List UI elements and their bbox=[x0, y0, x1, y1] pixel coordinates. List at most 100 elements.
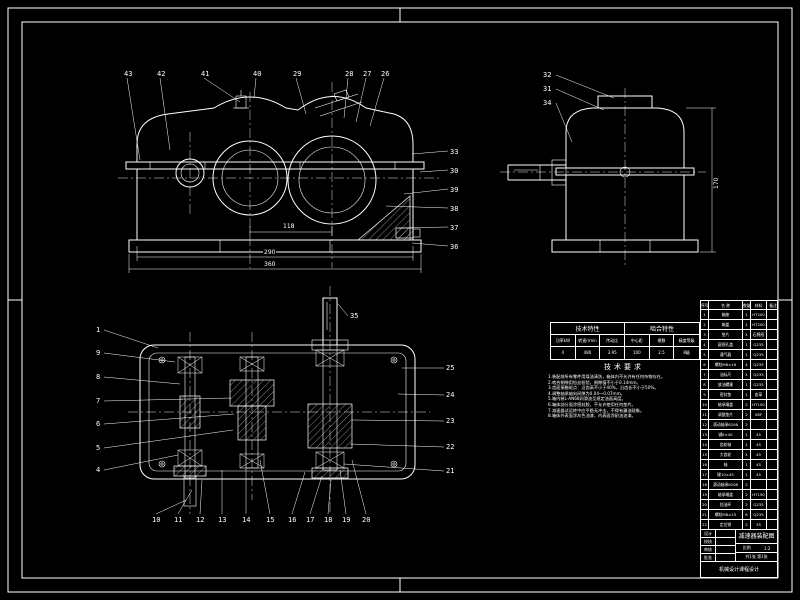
parts-list-row: 2 箱盖 1 HT200 bbox=[700, 320, 778, 330]
part-name: 齿轮轴 bbox=[709, 440, 743, 449]
signature-label: 设计 bbox=[701, 530, 716, 538]
part-name: 键8×40 bbox=[709, 430, 743, 439]
part-no: 19 bbox=[701, 490, 709, 499]
part-qty: 1 bbox=[743, 470, 751, 479]
part-qty: 6 bbox=[743, 510, 751, 519]
part-note bbox=[767, 390, 779, 399]
part-qty: 1 bbox=[743, 380, 751, 389]
part-note bbox=[767, 420, 779, 429]
part-qty: 2 bbox=[743, 480, 751, 489]
parts-list-row: 3 垫片 1 石棉纸 bbox=[700, 330, 778, 340]
part-no: 22 bbox=[701, 520, 709, 529]
tech-table-val: 480 bbox=[576, 347, 601, 359]
tech-table-col: 传动比 bbox=[600, 335, 625, 347]
signature-row: 批准 bbox=[701, 554, 735, 562]
part-note bbox=[767, 500, 779, 509]
part-qty: 1 bbox=[743, 370, 751, 379]
title-block: 设计 校核 审核 批准 减速器装配图 比例 bbox=[700, 530, 778, 578]
part-note bbox=[767, 310, 779, 319]
part-qty: 2 bbox=[743, 520, 751, 529]
part-no: 20 bbox=[701, 500, 709, 509]
part-no: 12 bbox=[701, 420, 709, 429]
side-view bbox=[500, 88, 716, 268]
dim-side-height: 170 bbox=[713, 176, 720, 190]
organization: 机械设计课程设计 bbox=[718, 567, 759, 574]
part-no: 9 bbox=[701, 390, 709, 399]
part-no: 13 bbox=[701, 430, 709, 439]
part-no: 14 bbox=[701, 440, 709, 449]
parts-list-row: 6 螺栓M6×16 4 Q235 bbox=[700, 360, 778, 370]
scale-value: 1:2 bbox=[763, 545, 771, 551]
part-name: 挡油环 bbox=[709, 500, 743, 509]
part-note bbox=[767, 510, 779, 519]
tech-requirements-lines: 1.装配前所有零件用煤油清洗，箱体内不允许有任何杂物存在。2.啮合侧隙用铅丝检验… bbox=[548, 374, 700, 419]
part-qty: 1 bbox=[743, 450, 751, 459]
tech-requirements-title: 技术要求 bbox=[604, 363, 644, 371]
part-note bbox=[767, 350, 779, 359]
tech-table-col: 模数 bbox=[649, 335, 675, 347]
parts-list-row: 16 轴 1 45 bbox=[700, 460, 778, 470]
tech-requirements: 技术要求 1.装配前所有零件用煤油清洗，箱体内不允许有任何杂物存在。2.啮合侧隙… bbox=[548, 362, 700, 419]
part-no: 18 bbox=[701, 480, 709, 489]
part-note bbox=[767, 340, 779, 349]
title-block-signatures: 设计 校核 审核 批准 bbox=[701, 530, 736, 562]
part-name: 密封垫 bbox=[709, 390, 743, 399]
part-material: 45 bbox=[751, 440, 767, 449]
parts-list-header-cell: 材料 bbox=[751, 301, 767, 309]
parts-list-row: 7 油标尺 1 Q235 bbox=[700, 370, 778, 380]
parts-list-row: 10 轴承端盖 2 HT150 bbox=[700, 400, 778, 410]
part-no: 3 bbox=[701, 330, 709, 339]
parts-list-row: 11 调整垫片 2 08F bbox=[700, 410, 778, 420]
tech-table-header-left: 技术特性 bbox=[551, 323, 625, 334]
part-no: 10 bbox=[701, 400, 709, 409]
part-material: 08F bbox=[751, 410, 767, 419]
tech-table-val: 4 bbox=[551, 347, 576, 359]
part-no: 8 bbox=[701, 380, 709, 389]
scale-row: 比例 1:2 bbox=[736, 544, 777, 554]
parts-list-row: 4 窥视孔盖 1 Q235 bbox=[700, 340, 778, 350]
parts-list-strip: 序号名 称数量材料备注 1 箱座 1 HT200 2 箱盖 1 HT200 3 … bbox=[700, 300, 778, 578]
part-qty: 1 bbox=[743, 460, 751, 469]
part-qty: 1 bbox=[743, 440, 751, 449]
part-material: 45 bbox=[751, 450, 767, 459]
part-name: 滚动轴承6208 bbox=[709, 480, 743, 489]
tech-table-col: 精度等级 bbox=[674, 335, 699, 347]
part-qty: 1 bbox=[743, 320, 751, 329]
part-qty: 1 bbox=[743, 350, 751, 359]
part-material bbox=[751, 420, 767, 429]
part-name: 大齿轮 bbox=[709, 450, 743, 459]
part-qty: 2 bbox=[743, 500, 751, 509]
sheet-frame bbox=[7, 7, 793, 593]
parts-list-row: 13 键8×40 1 45 bbox=[700, 430, 778, 440]
parts-list-row: 18 滚动轴承6208 2 bbox=[700, 480, 778, 490]
part-no: 17 bbox=[701, 470, 709, 479]
part-material: 35 bbox=[751, 520, 767, 529]
signature-row: 校核 bbox=[701, 538, 735, 547]
part-qty: 2 bbox=[743, 420, 751, 429]
part-qty: 1 bbox=[743, 310, 751, 319]
parts-list-header-cell: 序号 bbox=[701, 301, 709, 309]
tech-table-col: 功率kW bbox=[551, 335, 576, 347]
dim-center-distance: 118 bbox=[282, 223, 296, 230]
flange-bolts bbox=[158, 356, 398, 468]
part-name: 定位销 bbox=[709, 520, 743, 529]
part-note bbox=[767, 380, 779, 389]
tech-table-val: 100 bbox=[625, 347, 650, 359]
parts-list-row: 1 箱座 1 HT200 bbox=[700, 310, 778, 320]
scale-label: 比例 bbox=[742, 545, 751, 551]
signature-value bbox=[716, 554, 735, 561]
part-qty: 4 bbox=[743, 360, 751, 369]
part-name: 垫片 bbox=[709, 330, 743, 339]
sheet-row: 共1张 第1张 bbox=[736, 553, 777, 561]
part-name: 调整垫片 bbox=[709, 410, 743, 419]
part-qty: 2 bbox=[743, 490, 751, 499]
parts-list-row: 22 定位销 2 35 bbox=[700, 520, 778, 530]
dim-inner-width: 290 bbox=[263, 249, 277, 256]
part-no: 5 bbox=[701, 350, 709, 359]
signature-row: 设计 bbox=[701, 530, 735, 539]
part-note bbox=[767, 450, 779, 459]
part-note bbox=[767, 490, 779, 499]
tech-table-col: 转速r/min bbox=[575, 335, 601, 347]
